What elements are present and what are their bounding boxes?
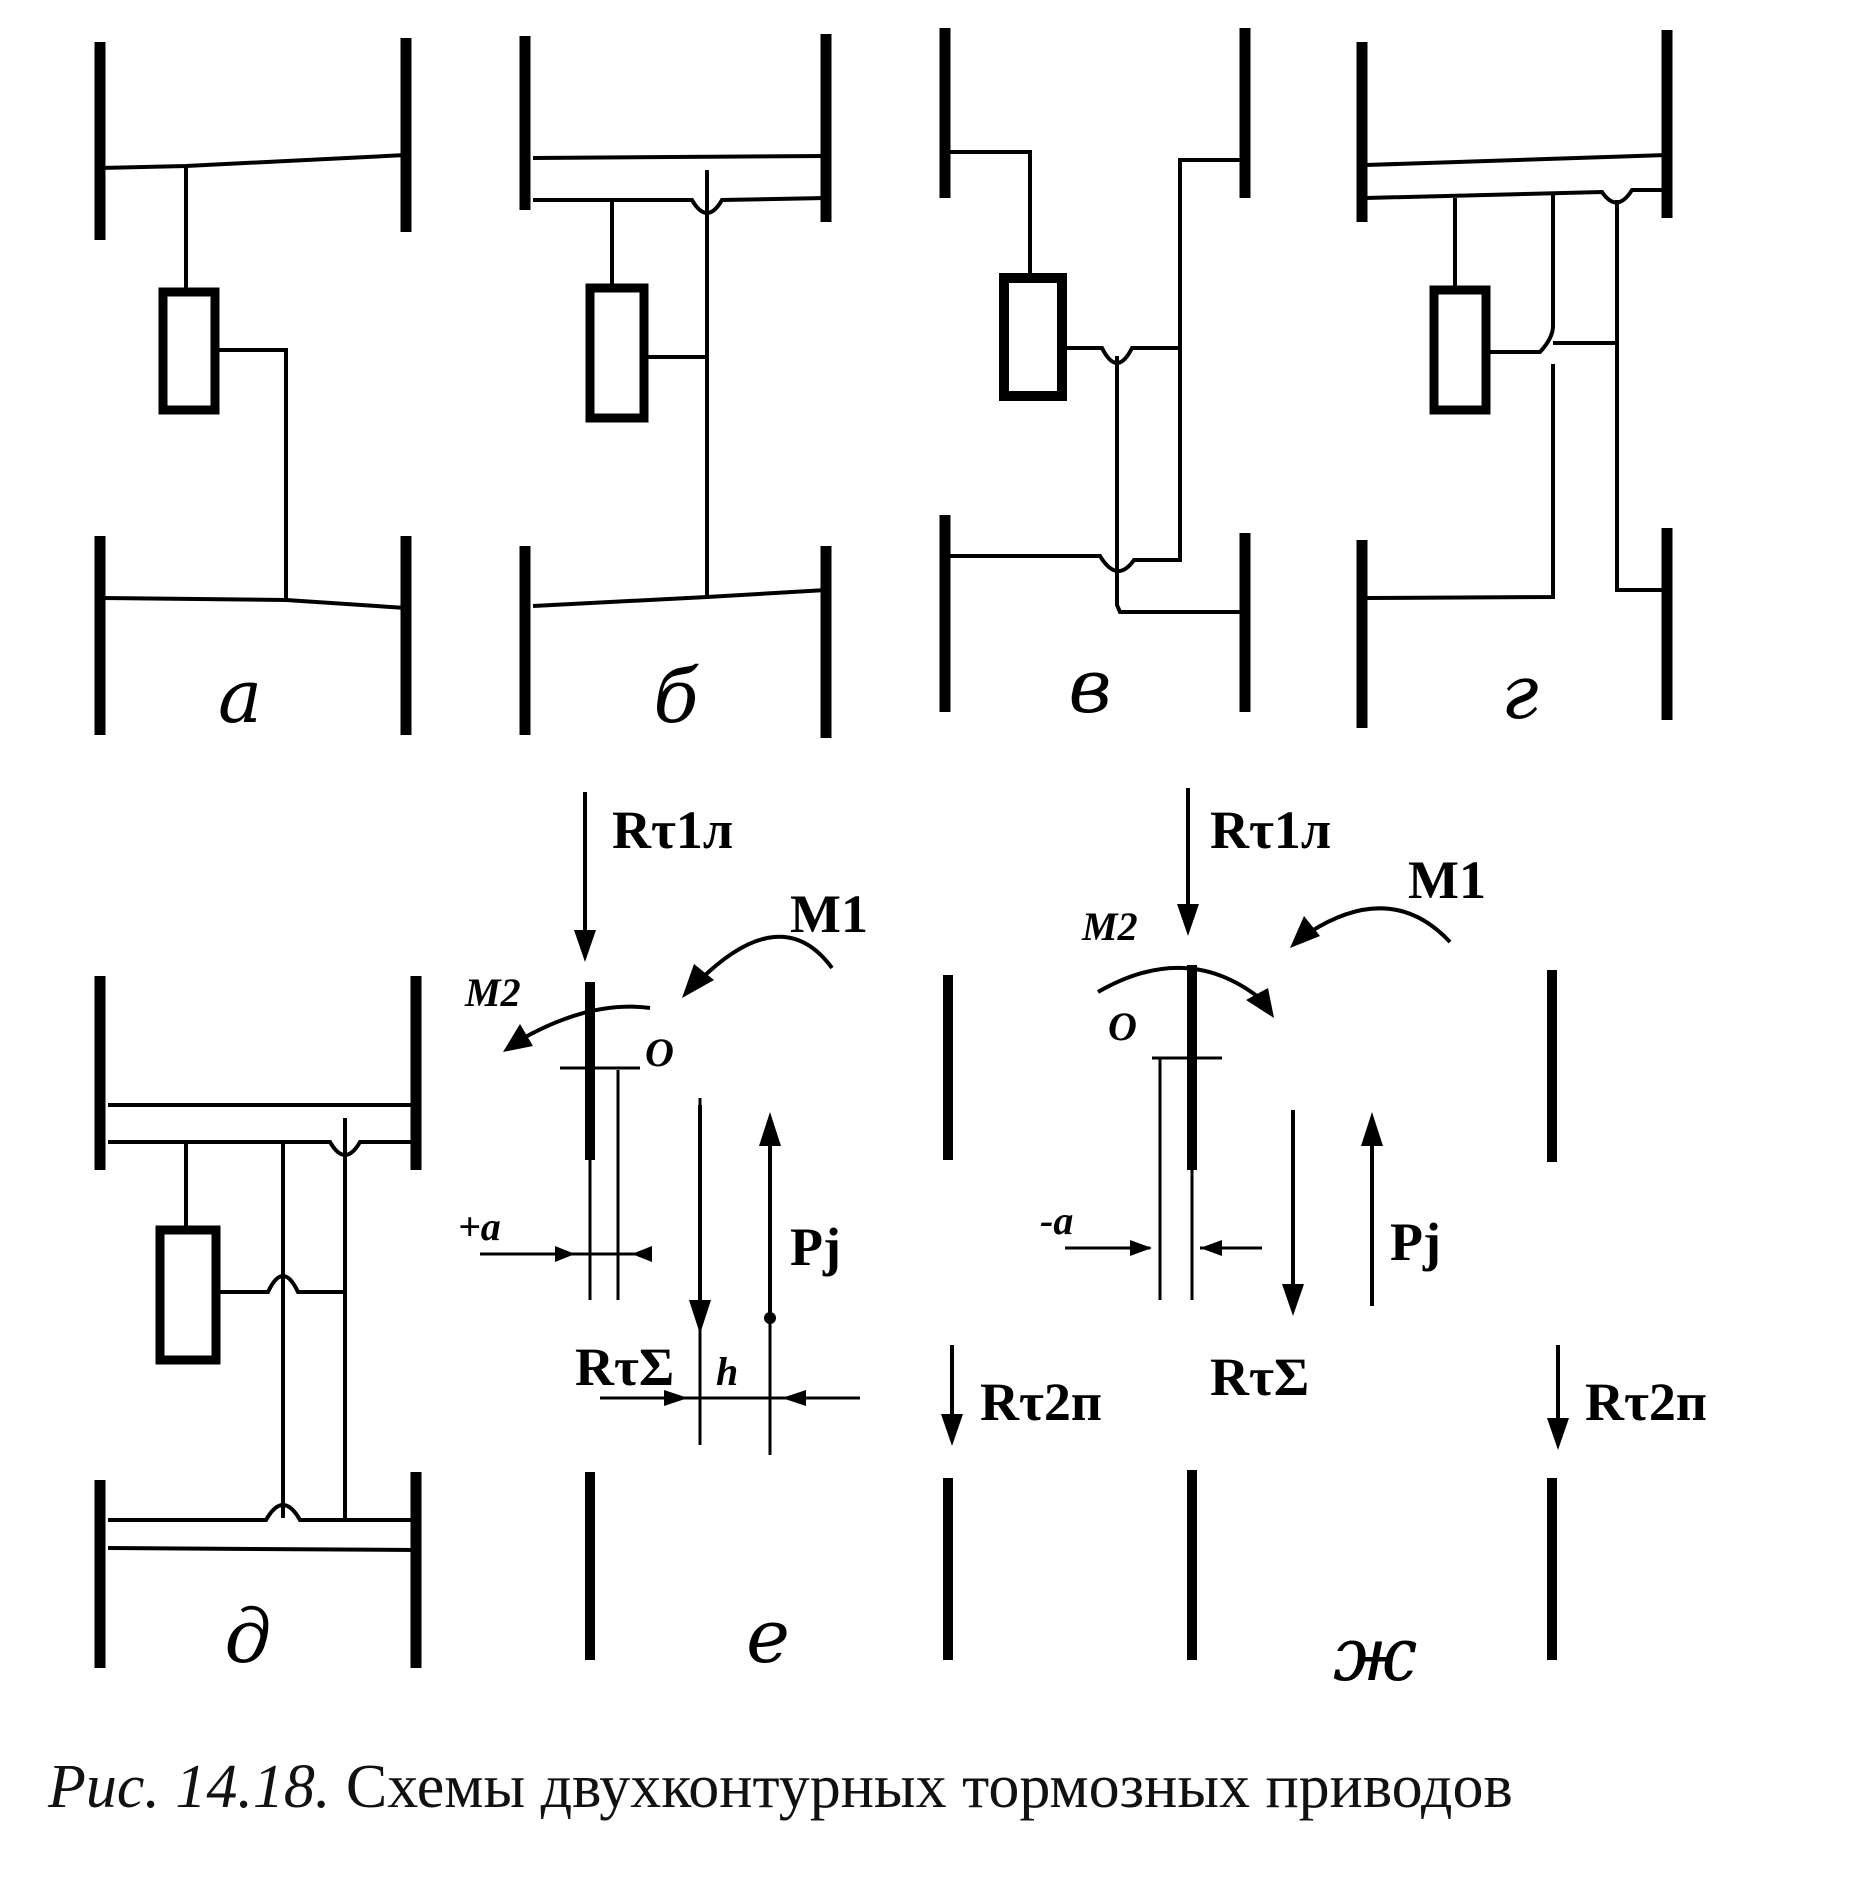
dimension-label-plus-a: +a [458, 1204, 501, 1249]
force-label-rtsum-zh: RτΣ [1210, 1347, 1309, 1407]
dimension-label-minus-a: -a [1040, 1198, 1073, 1243]
point-label-o-zh: O [1108, 1004, 1137, 1049]
force-label-rtsum-e: RτΣ [575, 1337, 674, 1397]
scheme-label-zh: ж [1333, 1612, 1417, 1698]
force-label-rt2p-zh: Rτ2п [1585, 1372, 1707, 1432]
point-label-o-e: O [645, 1030, 674, 1075]
figure-caption: Рис. 14.18. Схемы двухконтурных тормозны… [48, 1752, 1828, 1832]
scheme-v [939, 28, 1251, 712]
force-label-rt1l-e: Rτ1л [612, 800, 733, 860]
moment-label-m2-e: M2 [464, 970, 521, 1015]
scheme-label-e: е [746, 1594, 790, 1680]
moment-label-m1-zh: M1 [1408, 850, 1486, 910]
scheme-b [519, 34, 832, 738]
figure-number: Рис. 14.18. [48, 1753, 331, 1821]
force-label-rt2p-e: Rτ2п [980, 1372, 1102, 1432]
scheme-e-forces [480, 792, 963, 1660]
scheme-label-v: в [1068, 644, 1111, 730]
scheme-a [94, 38, 412, 735]
scheme-label-d: д [225, 1594, 272, 1680]
scheme-label-g: г [1501, 650, 1538, 736]
scheme-d [94, 976, 422, 1668]
force-label-rt1l-zh: Rτ1л [1210, 800, 1331, 860]
scheme-zh-forces [1065, 788, 1569, 1660]
moment-label-m1-e: M1 [790, 884, 868, 944]
force-label-pj-e: Pj [790, 1217, 841, 1277]
moment-label-m2-zh: M2 [1081, 904, 1138, 949]
figure-caption-text: Схемы двухконтурных тормозных приводов [345, 1753, 1513, 1821]
dimension-label-h: h [716, 1349, 738, 1394]
scheme-g [1356, 30, 1673, 728]
scheme-label-b: б [653, 654, 699, 740]
force-label-pj-zh: Pj [1390, 1212, 1441, 1272]
scheme-label-a: а [218, 654, 262, 740]
